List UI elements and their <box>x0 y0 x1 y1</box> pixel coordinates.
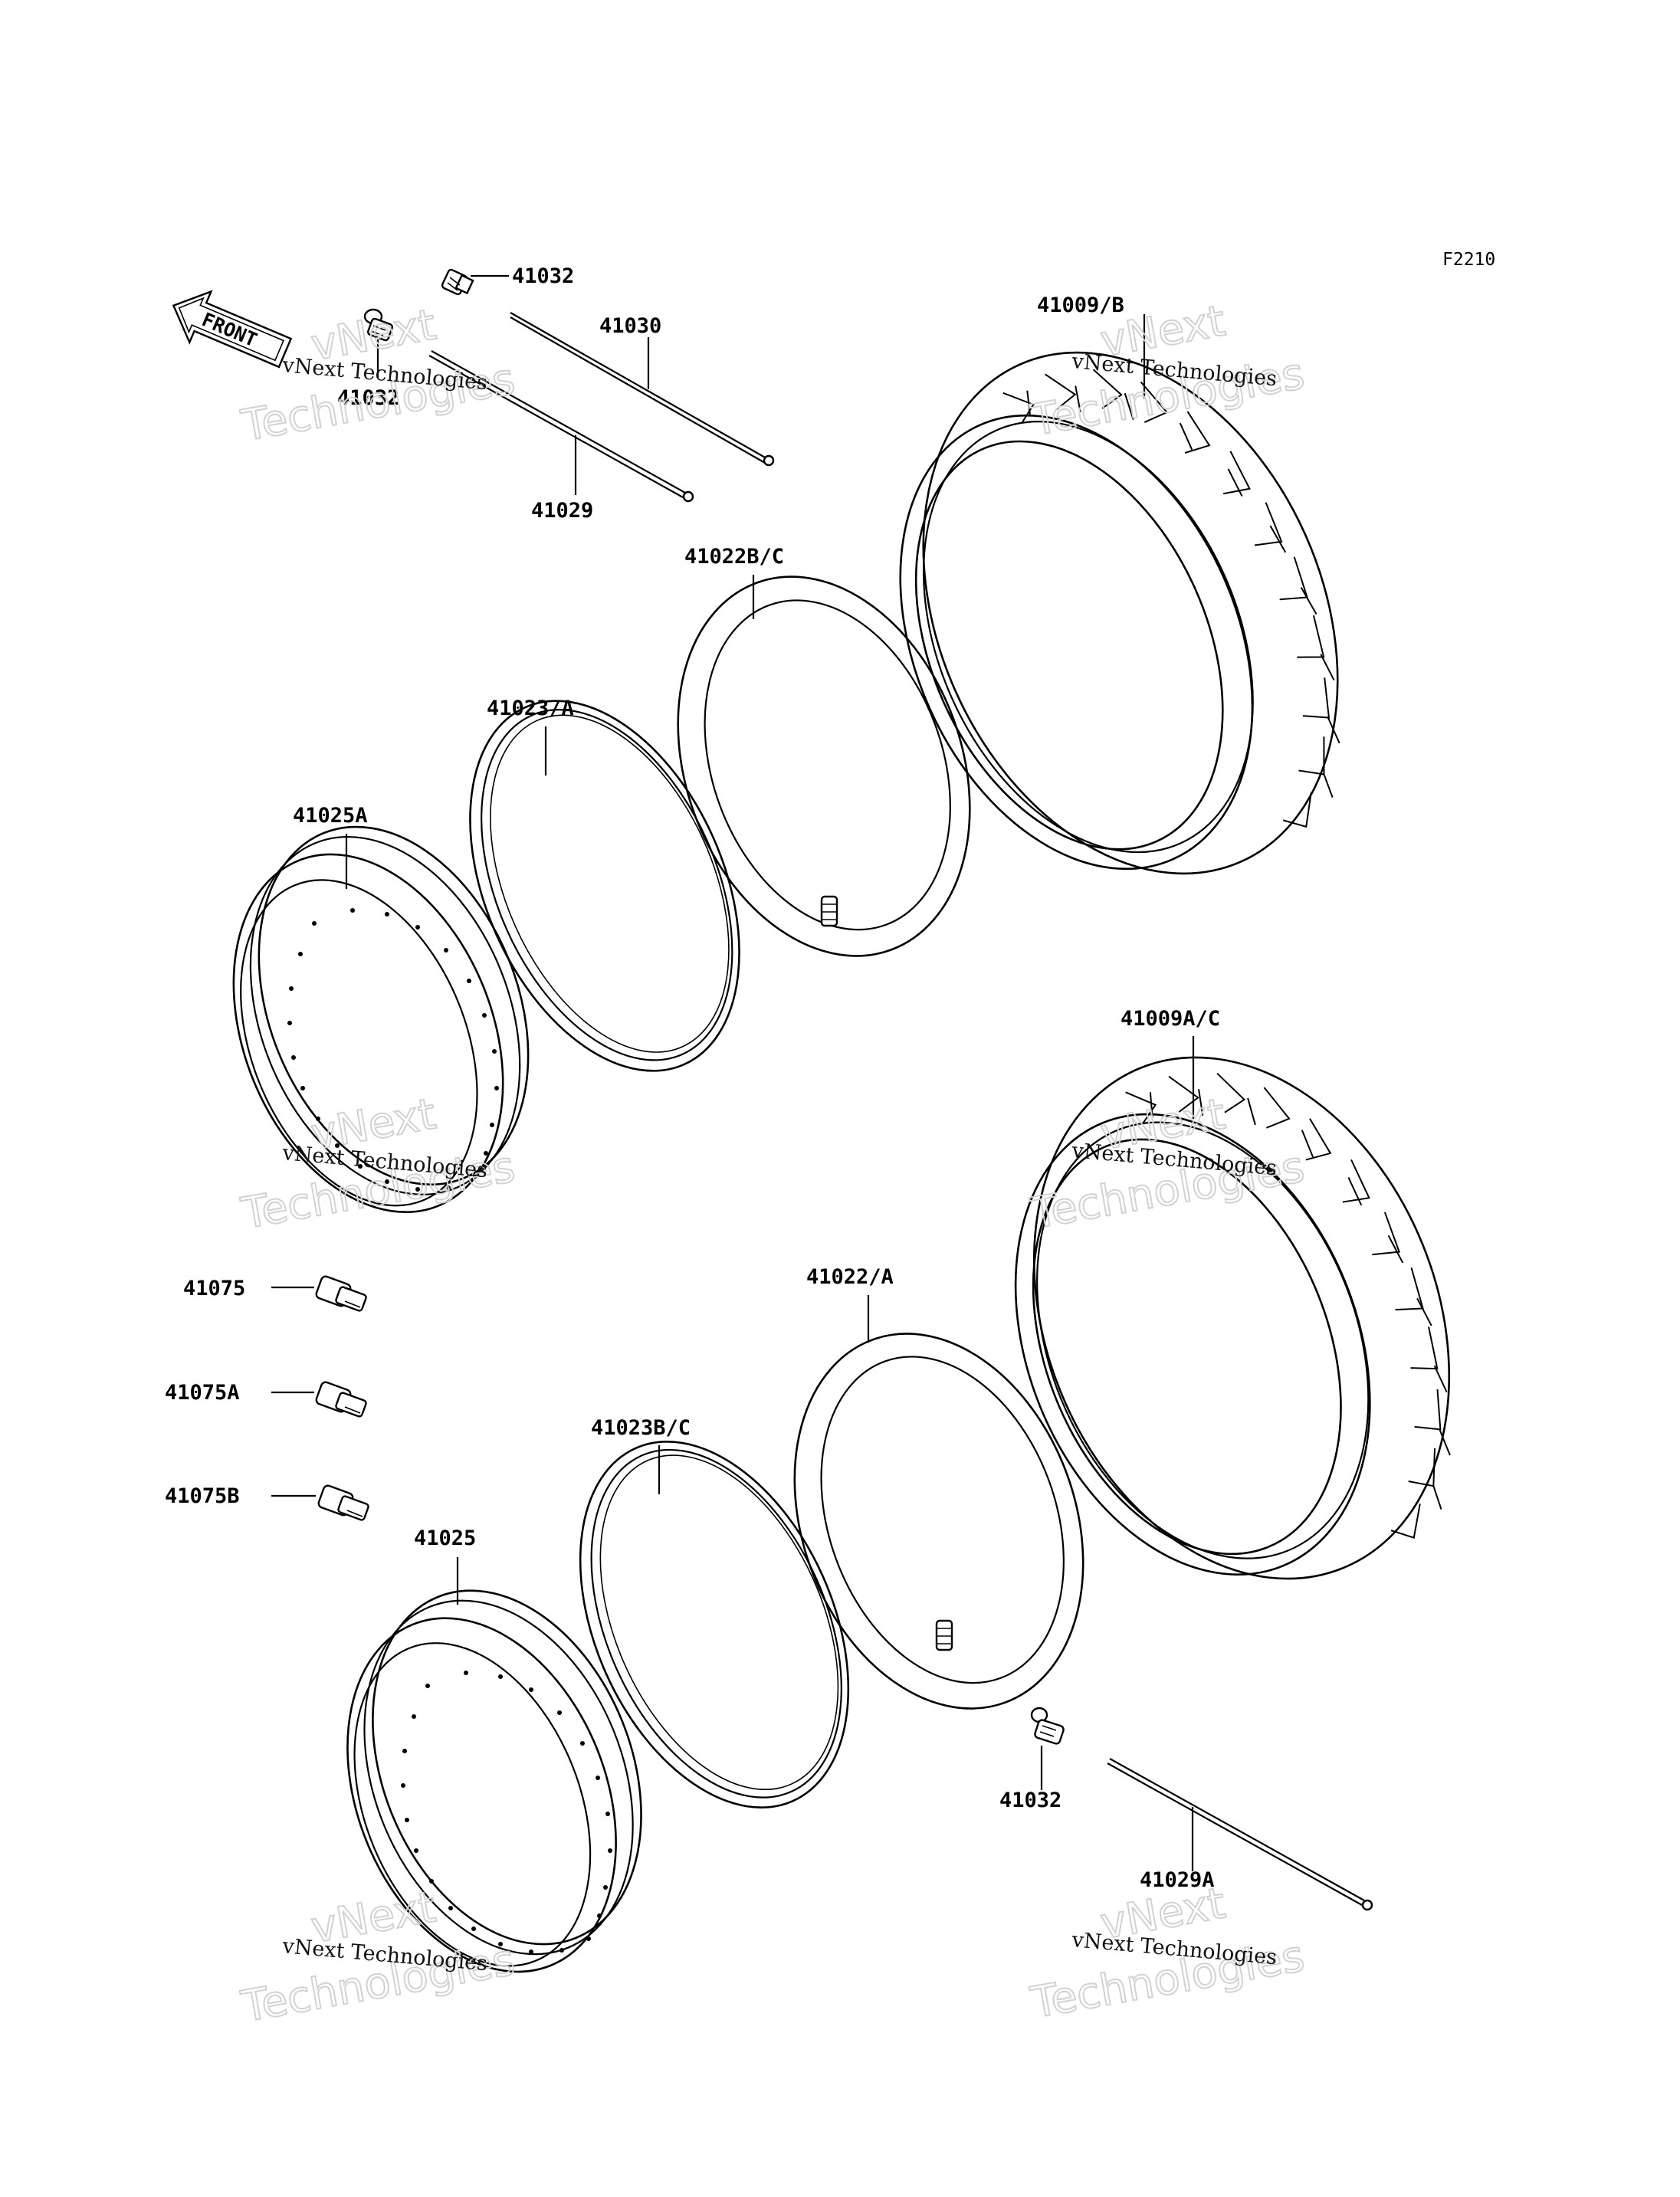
watermark-top-left: vNext Technologies vNext Technologies <box>237 299 520 452</box>
label-41032-bottom: 41032 <box>999 1789 1061 1812</box>
label-41032-top: 41032 <box>512 264 574 288</box>
spoke-41029 <box>428 350 694 503</box>
label-41025a: 41025A <box>293 804 368 828</box>
spoke-41029a <box>1107 1758 1373 1911</box>
label-41032-second: 41032 <box>337 386 399 410</box>
valve-41032-bottom <box>1030 1707 1065 1745</box>
valve-41032-top <box>441 268 474 296</box>
label-41075: 41075 <box>183 1277 245 1300</box>
front-direction-arrow: FRONT <box>172 290 293 369</box>
rim-strip-41023a <box>469 700 740 1072</box>
rim-41025a-spoke-holes <box>287 908 499 1192</box>
watermark-bottom-right: vNext Technologies vNext Technologies <box>1026 1877 1309 2029</box>
label-41025: 41025 <box>414 1526 476 1550</box>
label-41029a: 41029A <box>1140 1868 1215 1892</box>
label-41029: 41029 <box>531 499 593 523</box>
label-41022bc: 41022B/C <box>684 545 784 569</box>
balancer-41075a <box>315 1381 367 1418</box>
label-41009ac: 41009A/C <box>1121 1007 1220 1031</box>
tire-41009b <box>899 351 1340 875</box>
label-41023bc: 41023B/C <box>591 1416 691 1440</box>
tire-41009ac <box>1014 1056 1451 1580</box>
label-41023a: 41023/A <box>487 697 574 720</box>
tube-valve-lower <box>935 1619 953 1651</box>
valve-41032-second <box>363 308 393 342</box>
spoke-41030 <box>510 312 775 467</box>
rim-41025-spoke-holes <box>401 1671 612 1954</box>
label-41022a: 41022/A <box>806 1265 894 1289</box>
label-41030: 41030 <box>599 314 661 338</box>
label-41075b: 41075B <box>165 1484 240 1508</box>
balancer-41075b <box>317 1484 369 1521</box>
rim-strip-41023bc <box>579 1441 850 1808</box>
rim-41025 <box>346 1589 642 1973</box>
tube-41022a <box>793 1333 1084 1710</box>
watermark-middle-right: vNext Technologies vNext Technologies <box>1026 1088 1309 1240</box>
label-41075a: 41075A <box>165 1381 240 1405</box>
figure-code: F2210 <box>1442 250 1495 270</box>
balancer-41075 <box>315 1275 367 1312</box>
tube-valve-upper <box>820 895 838 927</box>
rim-41025a <box>232 825 530 1213</box>
watermark-top-right: vNext Technologies vNext Technologies <box>1026 295 1309 447</box>
watermark-bottom-left: vNext Technologies vNext Technologies <box>237 1881 520 2033</box>
label-41009b: 41009/B <box>1037 293 1124 317</box>
